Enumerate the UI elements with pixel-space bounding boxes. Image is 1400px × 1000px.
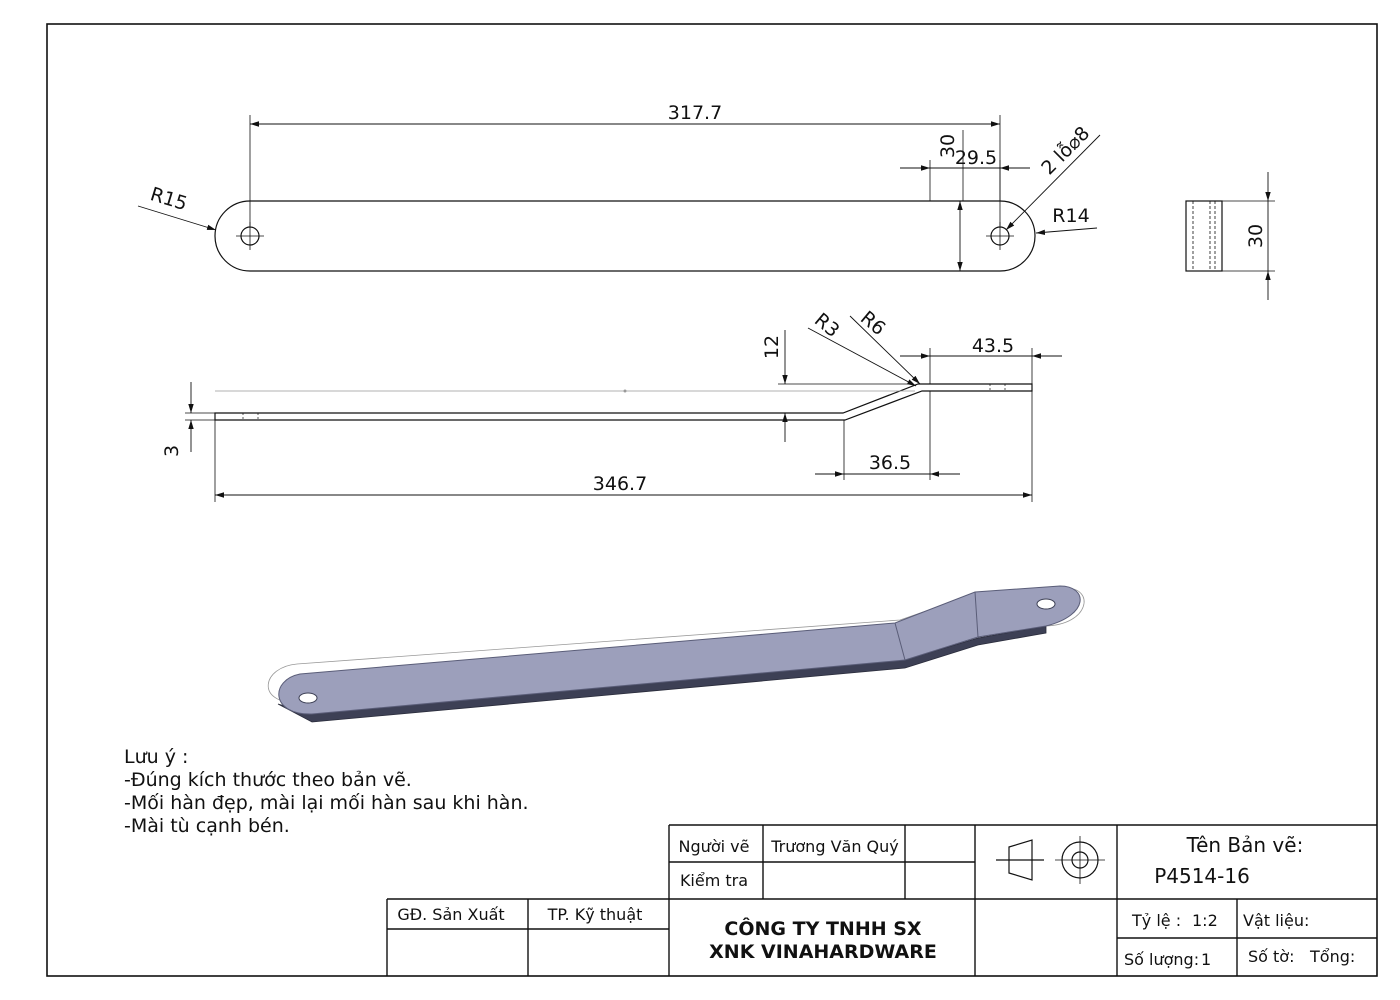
dim-30-top: 30 [937, 134, 959, 158]
hole-centerlines [236, 222, 1014, 250]
dim-30-side: 30 [1245, 224, 1267, 248]
drawing-name: P4514-16 [1154, 864, 1250, 888]
label-r14: R14 [1052, 205, 1089, 227]
total-label: Tổng: [1309, 947, 1355, 966]
notes: Lưu ý : -Đúng kích thước theo bản vẽ. -M… [124, 746, 529, 838]
sheet-label: Số tờ: [1248, 947, 1294, 966]
dim-317-7: 317.7 [668, 102, 722, 124]
top-view [137, 115, 1101, 272]
quantity-value: 1 [1201, 950, 1211, 969]
company-line-1: CÔNG TY TNHH SX [724, 916, 922, 940]
note-item-2: -Mối hàn đẹp, mài lại mối hàn sau khi hà… [124, 792, 529, 814]
iso-hole-right [1036, 598, 1056, 610]
side-view [1185, 172, 1275, 300]
quantity-label: Số lượng: [1124, 950, 1199, 969]
isometric-view [267, 585, 1085, 723]
dim-346-7: 346.7 [593, 473, 647, 495]
dim-29-5: 29.5 [955, 147, 997, 169]
drawn-by-label: Người vẽ [679, 837, 750, 856]
dim-3: 3 [161, 445, 183, 457]
iso-hole-left [298, 692, 318, 704]
production-director-label: GĐ. Sản Xuất [397, 905, 504, 924]
dim-36-5: 36.5 [869, 452, 911, 474]
notes-title: Lưu ý : [124, 746, 189, 768]
scale-label: Tỷ lệ : [1131, 911, 1181, 930]
front-view-outline [214, 383, 1033, 421]
front-view [185, 315, 1062, 502]
label-r3: R3 [810, 309, 844, 342]
note-item-1: -Đúng kích thước theo bản vẽ. [124, 769, 412, 791]
checked-label: Kiểm tra [680, 871, 748, 890]
scale-value: 1:2 [1192, 911, 1218, 930]
dim-43-5: 43.5 [972, 335, 1014, 357]
label-r6: R6 [856, 307, 890, 340]
technical-head-label: TP. Kỹ thuật [547, 905, 643, 924]
sheet-border [46, 23, 1378, 977]
projection-symbol-icon [996, 836, 1105, 884]
drawing-name-label: Tên Bản vẽ: [1186, 833, 1304, 857]
note-item-3: -Mài tù cạnh bén. [124, 815, 290, 837]
top-view-outline [214, 200, 1036, 272]
drawn-by-name: Trương Văn Quý [770, 837, 899, 856]
title-block [386, 824, 1377, 976]
company-line-2: XNK VINAHARDWARE [709, 941, 937, 963]
material-label: Vật liệu: [1243, 911, 1309, 930]
dim-12: 12 [761, 335, 783, 359]
